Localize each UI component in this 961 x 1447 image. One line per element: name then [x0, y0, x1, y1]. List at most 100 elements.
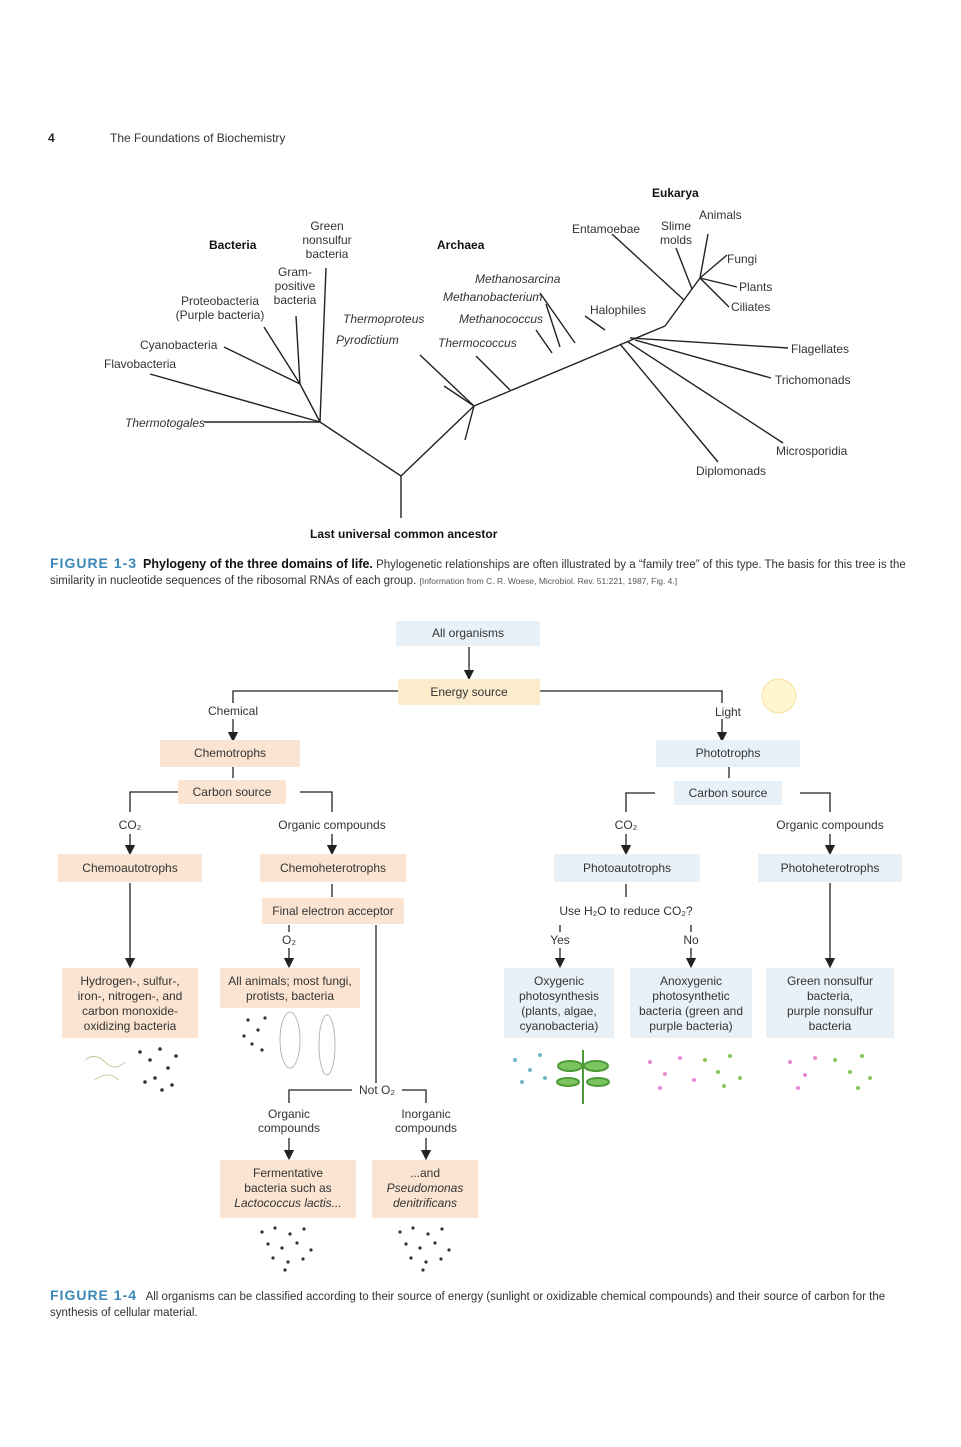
- leaf-flagellates: Flagellates: [791, 342, 850, 356]
- label-o2: O₂: [282, 933, 296, 947]
- sun-icon: [761, 678, 797, 714]
- node-line: bacteria: [808, 1019, 852, 1033]
- leaf-plants: Plants: [739, 280, 773, 294]
- leaf-thermococcus: Thermococcus: [438, 336, 517, 350]
- leaf-thermoproteus: Thermoproteus: [343, 312, 425, 326]
- leaf-line: Slime: [660, 219, 691, 233]
- leaf-diplomonads: Diplomonads: [696, 464, 767, 478]
- root-label: Last universal common ancestor: [310, 527, 498, 541]
- label-line: Inorganic: [401, 1107, 451, 1121]
- leaf-halophiles: Halophiles: [590, 303, 647, 317]
- node-line: Green nonsulfur: [786, 974, 874, 988]
- leaf-line: molds: [659, 233, 692, 247]
- node-line: cyanobacteria): [519, 1019, 599, 1033]
- node-line: purple nonsulfur: [786, 1004, 874, 1018]
- leaf-fungi: Fungi: [727, 252, 758, 266]
- figure-1-3-caption: FIGURE 1-3 Phylogeny of the three domains…: [50, 555, 920, 589]
- node-all-organisms: All organisms: [396, 621, 540, 646]
- running-head: The Foundations of Biochemistry: [110, 131, 286, 145]
- phylogeny-tree-lines: [149, 233, 789, 518]
- label-inorganic-compounds: Inorganic compounds: [380, 1107, 472, 1135]
- node-all-animals: All animals; most fungi, protists, bacte…: [220, 968, 360, 1008]
- caption-text: Phylogenetic relationships are often ill…: [50, 559, 906, 587]
- node-line: bacteria such as: [244, 1181, 332, 1195]
- leaf-proteobacteria: Proteobacteria (Purple bacteria): [170, 294, 270, 322]
- label-organic-compounds: Organic compounds: [244, 1107, 334, 1135]
- node-line: Fermentative: [252, 1166, 324, 1180]
- node-line: oxidizing bacteria: [83, 1019, 177, 1033]
- label-co2-right: CO₂: [614, 818, 638, 832]
- node-fermentative: Fermentative bacteria such as Lactococcu…: [220, 1160, 356, 1218]
- node-final-electron-acceptor: Final electron acceptor: [262, 898, 404, 924]
- leaf-trichomonads: Trichomonads: [775, 373, 851, 387]
- node-chemoheterotrophs: Chemoheterotrophs: [260, 854, 406, 882]
- node-line: Pseudomonas: [386, 1181, 464, 1195]
- leaf-pyrodictium: Pyrodictium: [336, 333, 399, 347]
- leaf-cyanobacteria: Cyanobacteria: [140, 338, 218, 352]
- figure-label: FIGURE 1-3: [50, 555, 138, 571]
- leaf-methanosarcina: Methanosarcina: [475, 272, 561, 286]
- leaf-line: positive: [274, 279, 316, 293]
- microbe-illustrations: [84, 1011, 872, 1272]
- node-line: (plants, algae,: [521, 1004, 597, 1018]
- node-line: iron-, nitrogen-, and: [77, 989, 183, 1003]
- node-phototrophs: Phototrophs: [656, 740, 800, 767]
- leaf-thermotogales: Thermotogales: [125, 416, 206, 430]
- label-use-h2o: Use H₂O to reduce CO₂?: [559, 904, 693, 918]
- leaf-methanobacterium: Methanobacterium: [443, 290, 543, 304]
- label-light: Light: [714, 705, 742, 719]
- node-line: denitrificans: [392, 1196, 458, 1210]
- leaf-line: (Purple bacteria): [175, 308, 265, 322]
- leaf-line: bacteria: [305, 247, 349, 261]
- label-yes: Yes: [550, 933, 570, 947]
- leaf-animals: Animals: [699, 208, 742, 222]
- leaf-entamoebae: Entamoebae: [572, 222, 641, 236]
- leaf-ciliates: Ciliates: [731, 300, 771, 314]
- node-line: protists, bacteria: [245, 989, 335, 1003]
- label-line: compounds: [257, 1121, 321, 1135]
- node-oxygenic: Oxygenic photosynthesis (plants, algae, …: [504, 968, 614, 1038]
- node-hydrogen-bacteria: Hydrogen-, sulfur-, iron-, nitrogen-, an…: [62, 968, 198, 1038]
- node-line: Oxygenic: [533, 974, 585, 988]
- node-line: Lactococcus lactis...: [234, 1196, 342, 1210]
- label-no: No: [683, 933, 699, 947]
- label-co2-left: CO₂: [118, 818, 142, 832]
- figure-label: FIGURE 1-4: [50, 1287, 138, 1303]
- label-line: compounds: [394, 1121, 458, 1135]
- node-photoheterotrophs: Photoheterotrophs: [758, 854, 902, 882]
- node-line: bacteria (green and: [638, 1004, 744, 1018]
- leaf-gram-positive: Gram- positive bacteria: [270, 265, 320, 307]
- node-line: purple bacteria): [649, 1019, 733, 1033]
- leaf-line: bacteria: [273, 293, 317, 307]
- caption-text: All organisms can be classified accordin…: [50, 1291, 886, 1319]
- label-line: Organic: [267, 1107, 311, 1121]
- node-line: Anoxygenic: [659, 974, 723, 988]
- leaf-line: Proteobacteria: [180, 294, 260, 308]
- figure-title: Phylogeny of the three domains of life.: [143, 557, 373, 571]
- domain-label-eukarya: Eukarya: [652, 186, 699, 200]
- node-chemotrophs: Chemotrophs: [160, 740, 300, 767]
- caption-source: [Information from C. R. Woese, Microbiol…: [419, 576, 678, 586]
- node-chemoautotrophs: Chemoautotrophs: [58, 854, 202, 882]
- node-carbon-source-left: Carbon source: [178, 780, 286, 804]
- label-organic-left: Organic compounds: [278, 818, 386, 832]
- figure-1-4-caption: FIGURE 1-4 All organisms can be classifi…: [50, 1287, 920, 1321]
- domain-label-bacteria: Bacteria: [209, 238, 257, 252]
- page-number: 4: [48, 131, 55, 145]
- label-organic-right: Organic compounds: [776, 818, 884, 832]
- leaf-line: Green: [310, 219, 344, 233]
- node-line: bacteria,: [806, 989, 854, 1003]
- leaf-slime-molds: Slime molds: [655, 219, 697, 247]
- node-anoxygenic: Anoxygenic photosynthetic bacteria (gree…: [630, 968, 752, 1038]
- node-line: All animals; most fungi,: [228, 974, 352, 988]
- node-carbon-source-right: Carbon source: [674, 781, 782, 805]
- node-line: photosynthesis: [518, 989, 600, 1003]
- label-not-o2: Not O₂: [352, 1083, 402, 1097]
- leaf-methanococcus: Methanococcus: [459, 312, 544, 326]
- node-energy-source: Energy source: [398, 679, 540, 705]
- leaf-line: nonsulfur: [302, 233, 352, 247]
- label-chemical: Chemical: [207, 704, 258, 718]
- leaf-green-nonsulfur: Green nonsulfur bacteria: [302, 219, 352, 261]
- node-photoautotrophs: Photoautotrophs: [554, 854, 700, 882]
